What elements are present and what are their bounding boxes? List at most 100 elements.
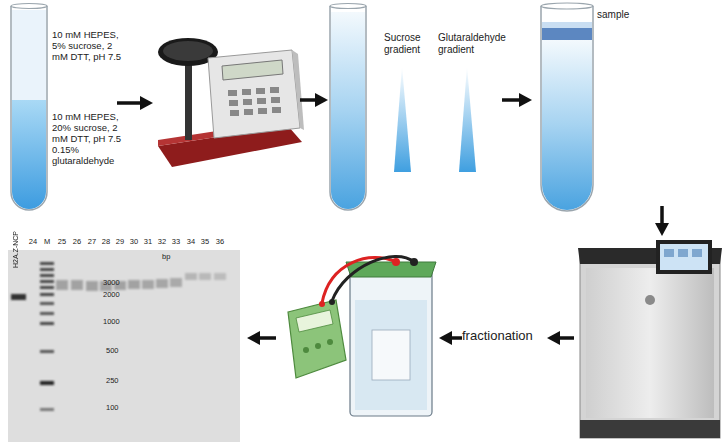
step-arrow: [502, 93, 532, 107]
agarose-gel: [8, 250, 240, 442]
step-arrow: [300, 98, 316, 102]
lane-number: 26: [67, 238, 87, 247]
buffer-tube: [11, 4, 47, 211]
step-label: fractionation: [462, 329, 544, 344]
lane-number: 36: [210, 238, 230, 247]
agarose-gel: [40, 274, 54, 277]
agarose-gel: [40, 322, 54, 325]
gradient-maker: [228, 90, 237, 96]
agarose-gel: [185, 273, 197, 280]
agarose-gel: [40, 262, 54, 265]
gradient-wedge: [394, 66, 476, 172]
gradient-maker: [163, 41, 213, 61]
gradient-maker: [222, 60, 283, 80]
step-arrow: [502, 98, 520, 102]
electrophoresis-unit: [392, 258, 400, 266]
lane-number: 28: [96, 238, 116, 247]
gradient-label: Glutaraldehyde gradient: [438, 32, 512, 55]
ultracentrifuge: [645, 295, 655, 305]
agarose-gel: [156, 279, 168, 288]
ultracentrifuge: [580, 250, 720, 438]
lane-number: 30: [124, 238, 144, 247]
agarose-gel: [40, 408, 54, 411]
electrophoresis-unit: [296, 310, 333, 332]
sample-tube: [542, 22, 592, 28]
gradient-tube: [330, 6, 366, 210]
step-arrow: [315, 93, 328, 107]
agarose-gel: [8, 250, 240, 442]
ultracentrifuge: [678, 249, 688, 257]
step-arrow: [439, 331, 452, 345]
electrophoresis-unit: [303, 347, 309, 353]
agarose-gel: [11, 294, 26, 300]
electrophoresis-unit: [315, 343, 321, 349]
gradient-tube: [331, 12, 365, 209]
buffer-tube: [11, 4, 47, 9]
buffer-tube: [11, 6, 47, 210]
gradient-maker: [256, 88, 265, 94]
agarose-gel: [40, 286, 54, 289]
ultracentrifuge: [586, 268, 714, 418]
gradient-maker: [243, 99, 252, 105]
electrophoresis-unit: [350, 268, 432, 416]
agarose-gel: [128, 280, 140, 289]
sample-tube: [541, 3, 593, 9]
size-marker: 3000: [103, 279, 129, 288]
size-marker: 100: [106, 404, 132, 413]
agarose-gel: [199, 273, 211, 280]
agarose-gel: [71, 280, 83, 290]
step-arrow: [451, 336, 462, 340]
gradient-tube: [330, 4, 366, 211]
size-marker: 500: [106, 347, 132, 356]
agarose-gel: [40, 381, 54, 385]
agarose-gel: [214, 273, 226, 280]
lane-number: 24: [23, 238, 43, 247]
step-arrow: [559, 336, 574, 340]
step-arrow: [547, 331, 574, 345]
sample-tube: [541, 6, 593, 211]
step-arrow: [655, 206, 669, 236]
size-unit: bp: [162, 253, 182, 262]
electrophoresis-unit: [332, 256, 414, 301]
agarose-gel: [40, 302, 54, 305]
ultracentrifuge: [664, 249, 674, 257]
electrophoresis-unit: [327, 339, 333, 345]
agarose-gel: [40, 293, 54, 296]
size-marker: 2000: [103, 291, 129, 300]
gradient-maker: [158, 38, 304, 167]
gradient-maker: [242, 89, 251, 95]
electrophoresis-unit: [288, 300, 346, 378]
step-arrow: [300, 93, 328, 107]
size-marker: 250: [106, 377, 132, 386]
gradient-maker: [229, 100, 238, 106]
step-arrow: [259, 336, 276, 340]
agarose-gel: [40, 312, 54, 315]
gradient-label: Sucrose gradient: [384, 32, 434, 55]
buffer-composition: 10 mM HEPES, 20% sucrose, 2 mM DTT, pH 7…: [52, 112, 126, 167]
step-arrow: [660, 206, 664, 224]
gradient-maker: [208, 50, 300, 138]
step-arrow: [547, 331, 560, 345]
electrophoresis-unit: [355, 300, 427, 410]
gradient-maker: [272, 107, 281, 113]
gradient-wedge: [459, 66, 476, 172]
agarose-gel: [170, 278, 182, 287]
gradient-maker: [258, 108, 267, 114]
sample-tube: [542, 28, 592, 40]
ultracentrifuge: [660, 244, 708, 270]
gradient-maker: [271, 97, 280, 103]
sample-tube: [541, 3, 593, 211]
lane-number: 33: [166, 238, 186, 247]
gradient-tube: [330, 4, 366, 9]
agarose-gel: [40, 280, 54, 283]
electrophoresis-unit: [410, 258, 418, 266]
ultracentrifuge: [580, 420, 720, 438]
lane-label: H2A.Z-NCP: [12, 231, 20, 268]
step-arrow: [247, 331, 260, 345]
gradient-maker: [230, 110, 239, 116]
agarose-gel: [56, 280, 68, 290]
lane-number: 35: [195, 238, 215, 247]
sample-tube: [542, 40, 592, 210]
